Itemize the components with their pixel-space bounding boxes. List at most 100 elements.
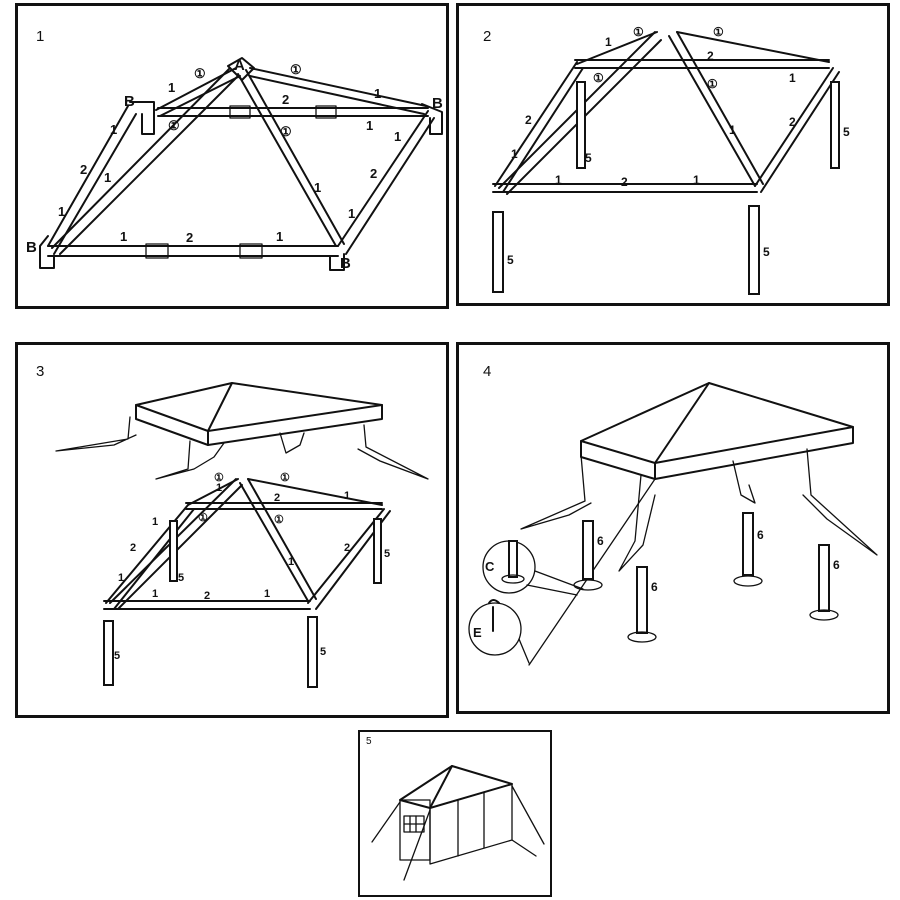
part-label: 1 — [789, 71, 796, 85]
leg-pole — [307, 616, 318, 688]
part-label: 6 — [651, 580, 658, 594]
part-label: 1 — [276, 229, 283, 244]
sleeve — [145, 243, 169, 259]
rafter — [676, 31, 830, 63]
part-label: 5 — [843, 125, 850, 139]
step-number: 1 — [36, 28, 45, 45]
step-number: 3 — [36, 363, 45, 380]
circled-part-label: ① — [280, 472, 290, 484]
frame-with-legs-diagram: 5 5 5 5 1 2 1 2 1 2 1 1 2 1 ① ① ① ① — [492, 25, 850, 295]
part-label: 6 — [757, 528, 764, 542]
rear-eave-bar — [157, 107, 429, 117]
circled-part-label: ① — [198, 512, 208, 524]
frame-roof-diagram: 1 2 1 2 1 1 1 1 2 1 1 1 1 2 1 ① ① ① ① A … — [26, 57, 443, 272]
step-5-panel: 5 — [358, 730, 552, 897]
canopy-seam — [207, 382, 233, 432]
circled-part-label: ① — [593, 71, 604, 85]
sleeve — [229, 105, 251, 119]
part-label: 2 — [789, 115, 796, 129]
part-label: 5 — [114, 650, 120, 662]
leg-pole — [830, 81, 840, 169]
step-1-panel: 1 1 2 1 2 1 1 1 1 2 1 1 1 1 2 1 — [15, 3, 449, 309]
sidewall-drape — [618, 474, 656, 572]
part-label: 2 — [282, 92, 289, 107]
sidewall-drape — [55, 416, 137, 452]
circled-part-label: ① — [633, 25, 644, 39]
part-label: 2 — [370, 166, 377, 181]
joint-label-a: A — [234, 57, 245, 74]
part-label: 1 — [394, 129, 401, 144]
part-label: 5 — [507, 253, 514, 267]
part-label: 2 — [344, 542, 350, 554]
sidewall-drape — [520, 454, 592, 530]
detail-circle-e — [468, 602, 522, 656]
leg-pole — [373, 518, 382, 584]
right-eave-bar — [754, 67, 840, 193]
canopy-seam — [654, 382, 710, 464]
part-label: 2 — [621, 175, 628, 189]
tent-roof — [399, 765, 513, 809]
rafter — [576, 31, 658, 65]
rafter — [239, 478, 317, 602]
part-label: 2 — [274, 492, 280, 504]
part-label: 1 — [344, 490, 350, 502]
part-label: 1 — [152, 588, 158, 600]
leg-pole — [582, 520, 594, 580]
part-label: 5 — [763, 245, 770, 259]
canopy-raising-diagram: 6 6 6 6 C E — [468, 382, 878, 666]
circled-part-label: ① — [713, 25, 724, 39]
part-label: 1 — [104, 170, 111, 185]
part-label: 1 — [511, 147, 518, 161]
joint-label-b: B — [432, 95, 443, 112]
detail-leader — [518, 638, 530, 664]
part-label: 2 — [707, 49, 714, 63]
peak-joint-a — [227, 57, 255, 81]
part-label: 1 — [152, 516, 158, 528]
part-label: 1 — [348, 206, 355, 221]
part-label: 5 — [320, 646, 326, 658]
rafter — [187, 478, 239, 506]
part-label: 2 — [525, 113, 532, 127]
step-3-panel: 3 5 5 5 5 1 2 1 2 1 1 2 1 1 — [15, 342, 449, 718]
part-label: 1 — [288, 556, 294, 568]
part-label: 6 — [833, 558, 840, 572]
finished-tent-diagram — [371, 765, 545, 881]
rear-eave-bar — [185, 502, 383, 510]
detail-leader — [526, 570, 584, 596]
step-number: 5 — [366, 736, 372, 747]
part-label: 1 — [168, 80, 175, 95]
circled-part-label: ① — [194, 66, 206, 81]
detail-label-c: C — [485, 559, 495, 574]
circled-part-label: ① — [168, 118, 180, 133]
rafter-front-right — [237, 69, 345, 247]
foot-plate — [627, 631, 657, 643]
tent-front-wall — [429, 783, 513, 865]
circled-part-label: ① — [280, 124, 292, 139]
leg-pole — [636, 566, 648, 634]
front-eave-bar — [47, 245, 339, 257]
part-label: 1 — [110, 122, 117, 137]
leg-pole — [492, 211, 504, 293]
part-label: 6 — [597, 534, 604, 548]
sidewall-drape — [155, 440, 225, 480]
circled-part-label: ① — [290, 62, 302, 77]
guy-rope — [371, 785, 545, 881]
detail-foot — [501, 574, 525, 584]
sidewall-drape — [802, 448, 878, 556]
part-label: 5 — [585, 151, 592, 165]
stake-icon — [488, 599, 500, 632]
corner-joint-b — [421, 103, 443, 135]
rear-eave-bar — [574, 59, 830, 69]
joint-label-b: B — [26, 239, 37, 256]
circled-part-label: ① — [214, 472, 224, 484]
part-label: 2 — [80, 162, 87, 177]
left-eave-bar — [47, 105, 137, 255]
detail-pole — [508, 540, 518, 578]
part-label: 1 — [216, 482, 222, 494]
tent-seam — [429, 765, 453, 809]
part-label: 1 — [264, 588, 270, 600]
foot-plate — [733, 575, 763, 587]
foot-plate — [573, 579, 603, 591]
part-label: 5 — [178, 572, 184, 584]
part-label: 1 — [58, 204, 65, 219]
